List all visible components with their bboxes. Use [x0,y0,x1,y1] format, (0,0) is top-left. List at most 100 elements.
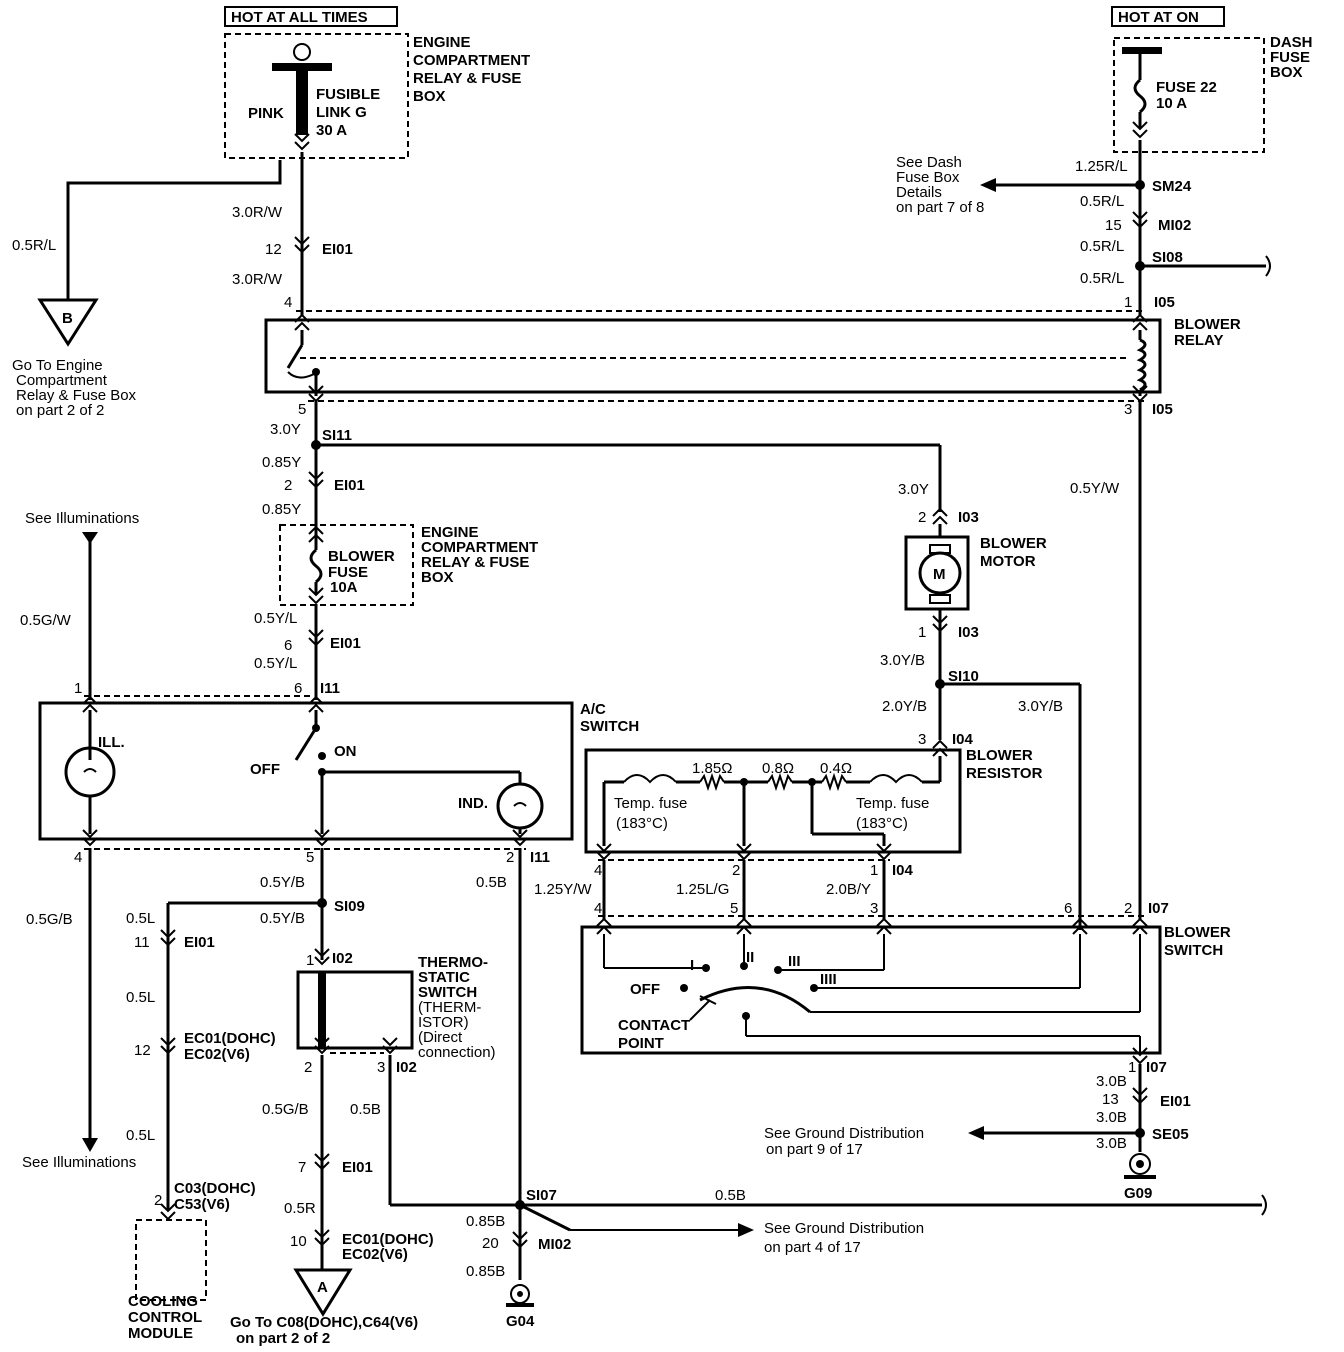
hot-at-on-label: HOT AT ON [1111,6,1225,27]
wire-0.5rl-left [66,160,282,300]
svg-text:20: 20 [482,1235,499,1252]
arrow-ground-9 [968,1126,984,1140]
svg-text:6: 6 [294,680,302,697]
arrow-illum-bottom [82,1138,98,1152]
svg-text:1: 1 [870,862,878,879]
svg-text:Relay & Fuse Box: Relay & Fuse Box [16,387,137,404]
svg-text:EC01(DOHC): EC01(DOHC) [342,1231,434,1248]
cooling-control-module: COOLING CONTROL MODULE [128,1203,207,1342]
svg-text:SI07: SI07 [526,1187,557,1204]
svg-text:6: 6 [1064,900,1072,917]
svg-text:EI01: EI01 [342,1159,373,1176]
svg-text:3.0R/W: 3.0R/W [232,204,283,221]
svg-text:EC02(V6): EC02(V6) [342,1246,408,1263]
svg-text:0.5Y/L: 0.5Y/L [254,610,297,627]
svg-text:10A: 10A [330,579,358,596]
dash-fuse-box: DASH FUSE BOX FUSE 22 10 A [1113,34,1313,153]
svg-text:RELAY & FUSE: RELAY & FUSE [421,554,529,571]
svg-text:EI01: EI01 [184,934,215,951]
svg-text:0.85Y: 0.85Y [262,501,301,518]
svg-text:FUSE: FUSE [328,564,368,581]
svg-text:I05: I05 [1154,294,1175,311]
svg-text:2: 2 [506,849,514,866]
svg-text:6: 6 [284,637,292,654]
svg-text:0.5L: 0.5L [126,1127,155,1144]
hot-at-all-times-label: HOT AT ALL TIMES [224,6,398,27]
svg-text:0.5B: 0.5B [476,874,507,891]
svg-text:15: 15 [1105,217,1122,234]
svg-text:SM24: SM24 [1152,178,1192,195]
svg-text:I: I [690,957,694,974]
svg-text:BOX: BOX [421,569,454,586]
svg-text:0.5R/L: 0.5R/L [1080,270,1124,287]
svg-text:Temp. fuse: Temp. fuse [856,795,929,812]
svg-text:0.5Y/B: 0.5Y/B [260,910,305,927]
svg-text:RELAY: RELAY [1174,332,1223,349]
svg-text:LINK G: LINK G [316,104,367,121]
svg-text:MODULE: MODULE [128,1325,193,1342]
svg-text:5: 5 [298,401,306,418]
svg-text:See Illuminations: See Illuminations [25,510,139,527]
temp-fuse-1 [623,774,677,784]
svg-text:I02: I02 [332,950,353,967]
svg-text:4: 4 [594,900,602,917]
svg-text:RESISTOR: RESISTOR [966,765,1043,782]
blower-switch: BLOWER SWITCH I II III IIII OFF CONTACT … [580,924,1231,1055]
resistor-0.4 [821,772,847,792]
svg-text:C03(DOHC): C03(DOHC) [174,1180,256,1197]
svg-text:2.0Y/B: 2.0Y/B [882,698,927,715]
svg-text:Fuse Box: Fuse Box [896,169,960,186]
svg-text:0.5R: 0.5R [284,1200,316,1217]
svg-text:I03: I03 [958,624,979,641]
svg-text:on part 4 of 17: on part 4 of 17 [764,1239,861,1256]
svg-text:1: 1 [1128,1059,1136,1076]
svg-text:0.5G/B: 0.5G/B [26,911,73,928]
svg-text:0.85B: 0.85B [466,1263,505,1280]
svg-text:5: 5 [306,849,314,866]
svg-text:IIII: IIII [820,971,837,988]
svg-text:ENGINE: ENGINE [413,34,471,51]
svg-text:A: A [317,1279,328,1296]
svg-text:G09: G09 [1124,1185,1152,1202]
svg-text:DASH: DASH [1270,34,1313,51]
svg-text:G04: G04 [506,1313,535,1330]
ground-g09: G09 [1124,1153,1156,1202]
svg-text:I07: I07 [1148,900,1169,917]
svg-text:(Direct: (Direct [418,1029,463,1046]
svg-text:3.0Y/B: 3.0Y/B [1018,698,1063,715]
svg-text:11: 11 [134,934,150,951]
svg-text:OFF: OFF [630,981,660,998]
svg-text:ENGINE: ENGINE [421,524,479,541]
svg-text:SI09: SI09 [334,898,365,915]
svg-text:COMPARTMENT: COMPARTMENT [421,539,538,556]
svg-text:MI02: MI02 [1158,217,1191,234]
svg-text:ISTOR): ISTOR) [418,1014,469,1031]
svg-text:3.0B: 3.0B [1096,1135,1127,1152]
temp-fuse-2 [869,774,923,784]
blower-motor: M BLOWER MOTOR [904,524,1047,611]
svg-text:BLOWER: BLOWER [980,535,1047,552]
ind-lamp [496,782,544,830]
svg-text:COMPARTMENT: COMPARTMENT [413,52,530,69]
svg-text:See Ground Distribution: See Ground Distribution [764,1220,924,1237]
resistor-1.85 [699,772,725,792]
svg-text:1.25Y/W: 1.25Y/W [534,881,592,898]
svg-text:SWITCH: SWITCH [418,984,477,1001]
svg-text:I04: I04 [892,862,914,879]
svg-text:POINT: POINT [618,1035,664,1052]
svg-text:SWITCH: SWITCH [580,718,639,735]
svg-text:0.5L: 0.5L [126,989,155,1006]
svg-text:3: 3 [377,1059,385,1076]
svg-text:12: 12 [265,241,282,258]
svg-text:3.0B: 3.0B [1096,1073,1127,1090]
svg-text:Temp. fuse: Temp. fuse [614,795,687,812]
svg-text:SI11: SI11 [322,427,352,444]
svg-text:2: 2 [732,862,740,879]
svg-text:EI01: EI01 [1160,1093,1191,1110]
blower-fuse-box: BLOWER FUSE 10A [279,524,414,606]
svg-text:C53(V6): C53(V6) [174,1196,230,1213]
contact-arc [699,986,811,1014]
svg-text:0.5G/B: 0.5G/B [262,1101,309,1118]
svg-text:FUSIBLE: FUSIBLE [316,86,380,103]
